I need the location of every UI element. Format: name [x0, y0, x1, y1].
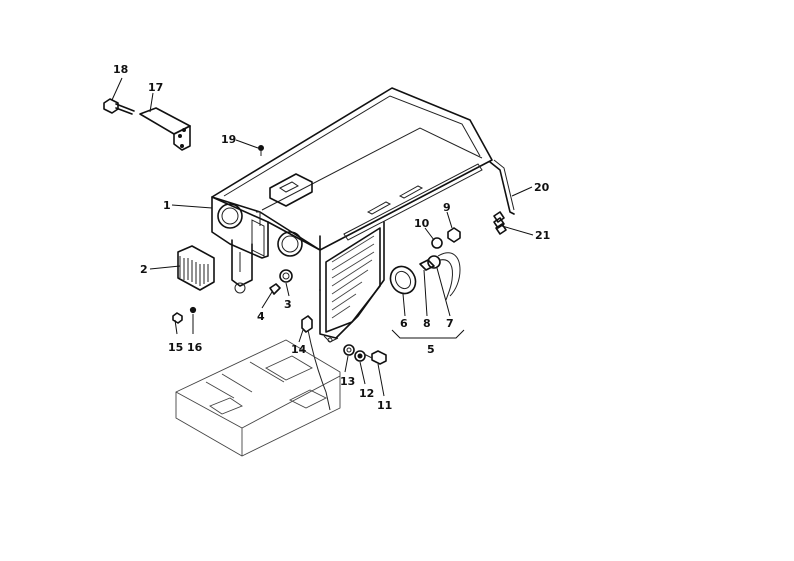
- bolt-11: [363, 350, 387, 365]
- callout-18: 18: [113, 63, 128, 76]
- grommet-3: [279, 269, 293, 283]
- base-tray-outline: [175, 339, 341, 457]
- callout-19: 19: [221, 133, 236, 146]
- callout-17: 17: [148, 81, 163, 94]
- spring-21: [493, 211, 507, 235]
- callout-9: 9: [443, 201, 451, 214]
- hood-housing-1: [211, 87, 493, 294]
- headlight-reflector-6: [389, 265, 417, 295]
- callout-10: 10: [414, 217, 430, 230]
- callout-8: 8: [423, 317, 431, 330]
- callout-5: 5: [427, 343, 435, 356]
- hood-skirt: [319, 221, 385, 343]
- nut-13: [343, 344, 355, 356]
- callout-4: 4: [257, 310, 265, 323]
- washer-10: [431, 237, 443, 249]
- callout-20: 20: [534, 181, 550, 194]
- assembly-5-bracket: [391, 329, 465, 339]
- callout-1: 1: [163, 199, 171, 212]
- bracket-17: [139, 107, 191, 151]
- callout-6: 6: [400, 317, 408, 330]
- callout-13: 13: [340, 375, 355, 388]
- rod-20: [489, 159, 515, 215]
- callout-3: 3: [284, 298, 292, 311]
- callout-15: 15: [168, 341, 183, 354]
- washer-12: [354, 350, 366, 362]
- bolt-18: [103, 98, 135, 115]
- clip-4: [269, 283, 281, 295]
- clip-14: [301, 315, 331, 411]
- callout-11: 11: [377, 399, 392, 412]
- callout-14: 14: [291, 343, 307, 356]
- socket-wire-7: [427, 252, 461, 301]
- screw-19: [258, 145, 264, 156]
- bulb-8: [419, 259, 435, 271]
- leader-lines: [111, 77, 534, 397]
- bolt-9: [447, 227, 461, 243]
- screw-15: [172, 312, 183, 324]
- callout-labels: 18 17 19 1 2 4 3 6 8 7 5 9 10 20 21 14 1…: [113, 63, 550, 412]
- callout-7: 7: [446, 317, 454, 330]
- callout-21: 21: [535, 229, 550, 242]
- grille-2: [177, 245, 215, 291]
- callout-12: 12: [359, 387, 374, 400]
- nut-16: [189, 306, 197, 314]
- callout-16: 16: [187, 341, 203, 354]
- callout-2: 2: [140, 263, 148, 276]
